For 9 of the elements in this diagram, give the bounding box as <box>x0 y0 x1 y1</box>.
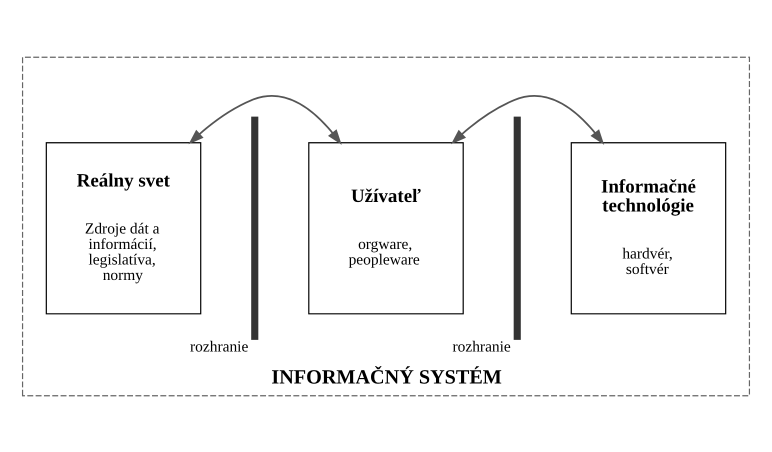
node-box: Užívateľ orgware, peopleware <box>308 142 464 314</box>
arrow <box>451 94 604 144</box>
node-bar <box>514 116 521 340</box>
arrow <box>188 94 342 144</box>
node-box: Reálny svet Zdroje dát a informácií, legislatíva, normy <box>46 142 202 314</box>
node-label: rozhranie <box>452 338 511 356</box>
node-bar <box>251 116 258 340</box>
node-label: rozhranie <box>190 338 248 356</box>
node-box: Informačné technológie hardvér, softvér <box>570 142 726 314</box>
